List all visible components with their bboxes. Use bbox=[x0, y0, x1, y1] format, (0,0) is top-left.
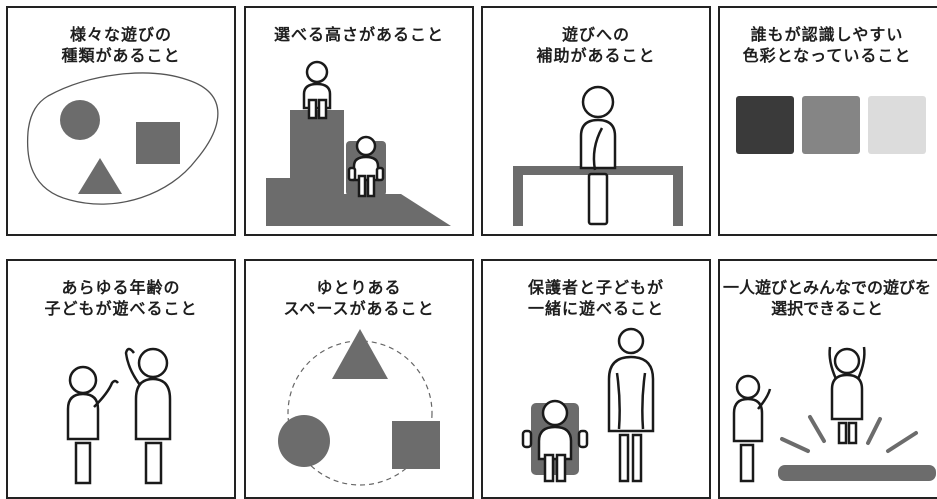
spacious-illustration bbox=[278, 329, 440, 486]
card-title: 様々な遊びの 種類があること bbox=[61, 25, 181, 65]
card-recognizable-colors: 誰もが認識しやすい 色彩となっていること bbox=[718, 6, 937, 236]
circle-shape bbox=[60, 100, 100, 140]
swatch-light bbox=[868, 96, 926, 154]
card-title: 一人遊びとみんなでの遊びを 選択できること bbox=[722, 278, 931, 318]
square-shape bbox=[136, 122, 180, 164]
card-spacious: ゆとりある スペースがあること bbox=[244, 259, 474, 499]
trampoline-bar bbox=[778, 465, 936, 481]
play-assistance-illustration bbox=[513, 85, 683, 226]
card-all-ages: あらゆる年齢の 子どもが遊べること bbox=[6, 259, 236, 499]
space-dashed-circle bbox=[287, 340, 433, 486]
motion-lines bbox=[780, 415, 918, 453]
circle-shape bbox=[278, 415, 330, 467]
bar-left-post bbox=[513, 166, 523, 226]
child-holding-bar bbox=[579, 85, 617, 226]
card-play-assistance: 遊びへの 補助があること bbox=[481, 6, 711, 236]
child-in-wheelchair bbox=[521, 399, 589, 483]
child-on-platform bbox=[302, 60, 332, 120]
triangle-shape bbox=[332, 329, 388, 379]
triangle-shape bbox=[78, 158, 122, 194]
card-selectable-heights: 選べる高さがあること bbox=[244, 6, 474, 236]
card-title: 選べる高さがあること bbox=[273, 25, 444, 44]
card-title: あらゆる年齢の 子どもが遊べること bbox=[44, 278, 198, 318]
parent-standing bbox=[607, 327, 655, 483]
card-title: 保護者と子どもが 一緒に遊べること bbox=[527, 278, 664, 318]
solo-or-group-illustration bbox=[732, 346, 936, 483]
color-swatches bbox=[736, 96, 926, 154]
card-solo-or-group: 一人遊びとみんなでの遊びを 選択できること bbox=[718, 259, 937, 499]
square-shape bbox=[392, 421, 440, 469]
older-child bbox=[124, 347, 172, 485]
child-watching bbox=[732, 374, 772, 483]
parent-child-illustration bbox=[521, 327, 655, 483]
all-ages-illustration bbox=[66, 347, 172, 485]
bar-right-post bbox=[673, 166, 683, 226]
play-variety-illustration bbox=[26, 72, 219, 205]
card-play-variety: 様々な遊びの 種類があること bbox=[6, 6, 236, 236]
card-title: 誰もが認識しやすい 色彩となっていること bbox=[742, 25, 912, 65]
swatch-mid bbox=[802, 96, 860, 154]
child-jumping bbox=[828, 346, 866, 445]
swatch-dark bbox=[736, 96, 794, 154]
card-parent-child: 保護者と子どもが 一緒に遊べること bbox=[481, 259, 711, 499]
stepped-platform bbox=[266, 110, 451, 226]
play-area-outline bbox=[26, 72, 219, 205]
bar-top bbox=[513, 166, 683, 175]
small-child bbox=[66, 365, 119, 485]
card-title: ゆとりある スペースがあること bbox=[283, 278, 435, 318]
selectable-heights-illustration bbox=[266, 60, 451, 226]
child-in-wheelchair bbox=[347, 135, 385, 198]
card-title: 遊びへの 補助があること bbox=[536, 25, 656, 65]
